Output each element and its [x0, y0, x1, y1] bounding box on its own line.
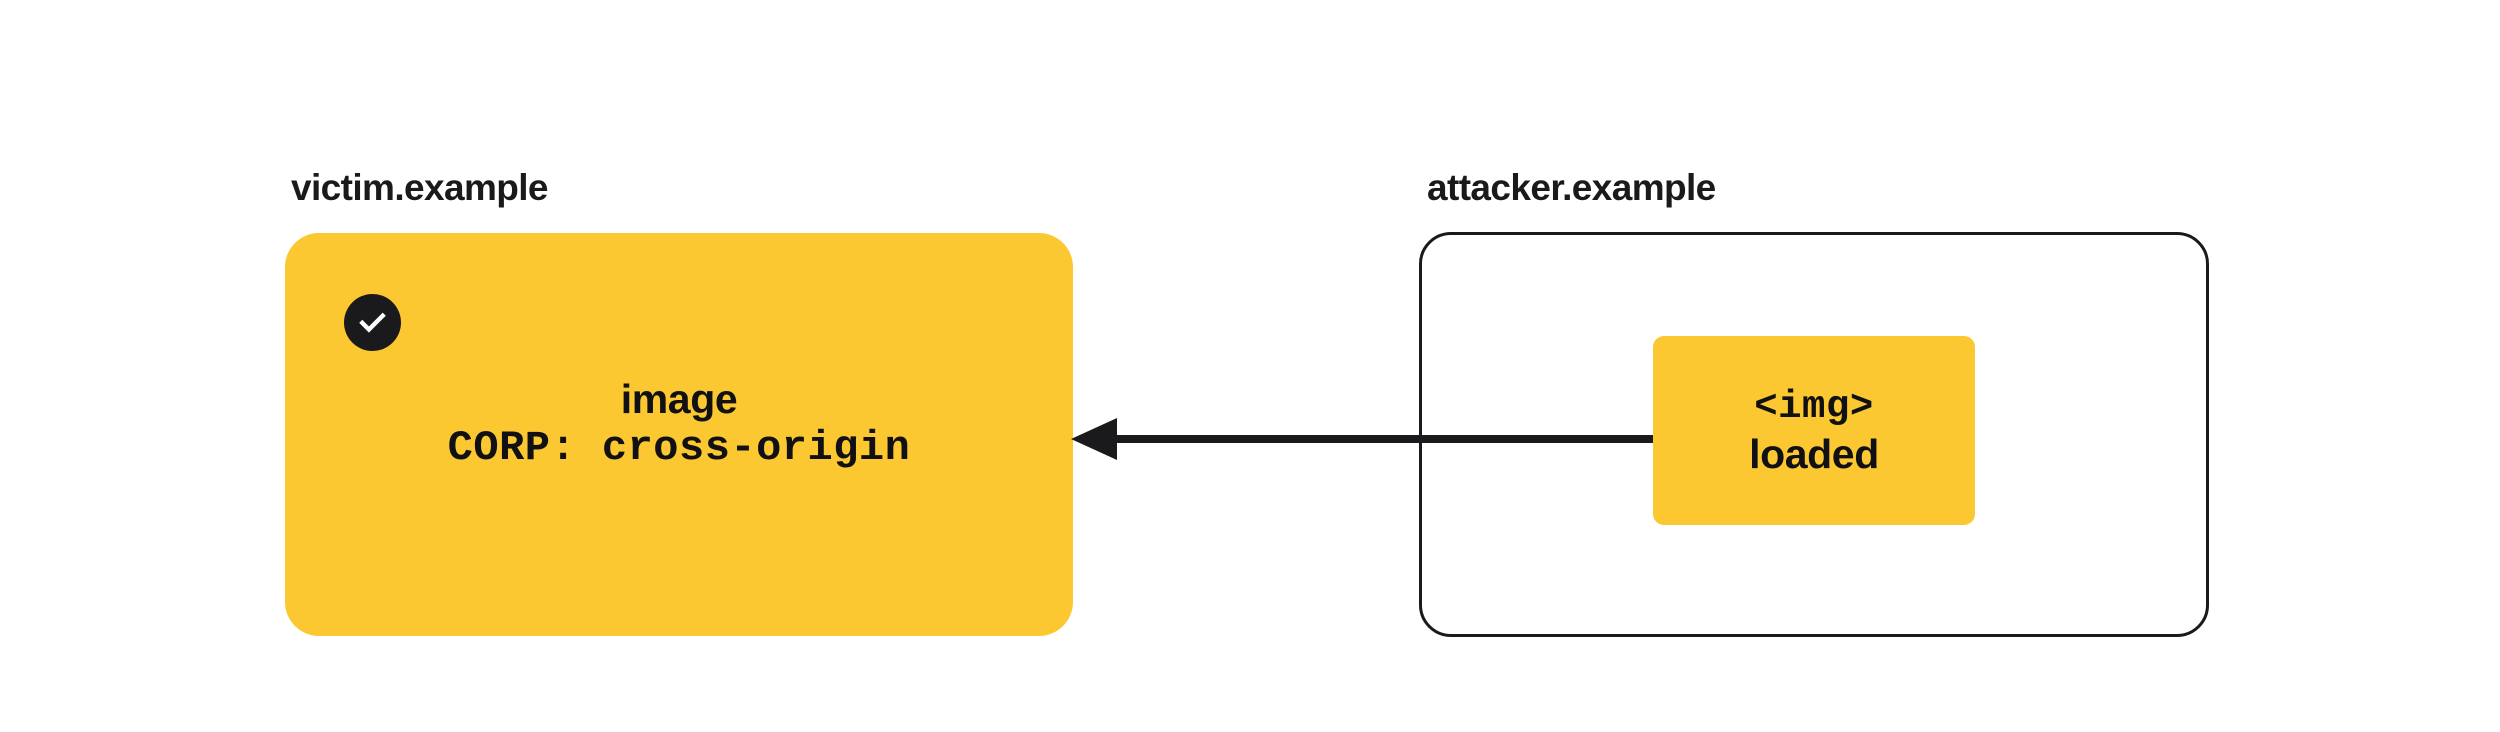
resource-header: CORP: cross-origin — [447, 424, 911, 472]
request-arrow — [1071, 418, 1653, 460]
img-tag-label: <img> — [1754, 384, 1874, 429]
check-icon-glyph — [359, 312, 386, 333]
group-label-attacker: attacker.example — [1427, 167, 1716, 208]
group-label-victim: victim.example — [291, 167, 549, 208]
img-element-node: <img> loaded — [1653, 336, 1975, 525]
victim-resource-text: image CORP: cross-origin — [285, 375, 1073, 473]
img-state-label: loaded — [1749, 430, 1879, 477]
group-panel-victim — [285, 233, 1073, 636]
check-icon — [344, 294, 401, 351]
resource-name: image — [620, 376, 738, 422]
arrow-head-icon — [1071, 418, 1117, 460]
